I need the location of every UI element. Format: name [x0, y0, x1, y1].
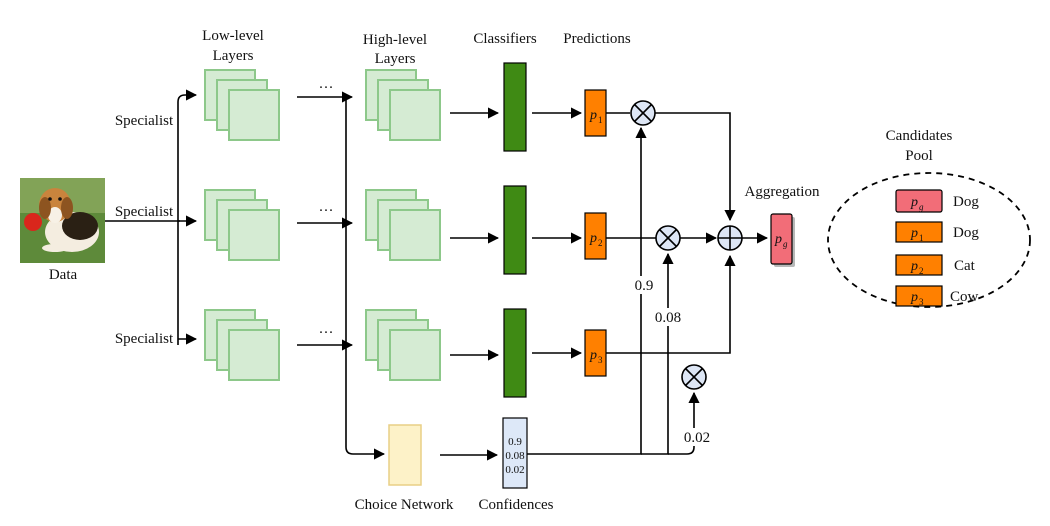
- choice-network-branch: [345, 97, 386, 460]
- prediction-p3-sub: 3: [598, 355, 603, 365]
- weight-label-3: 0.02: [684, 430, 710, 446]
- line-mult1-sum: [655, 112, 736, 222]
- candidate-p1-sub: 1: [919, 233, 924, 243]
- ellipsis-1: ···: [319, 80, 334, 96]
- low-level-layers-1: [204, 69, 280, 141]
- classifiers-label: Classifiers: [473, 31, 536, 47]
- prediction-p1: p 1: [584, 89, 607, 137]
- specialist-label-2: Specialist: [115, 204, 174, 220]
- weight-label-2: 0.08: [655, 310, 681, 326]
- confidences-box: [502, 417, 528, 489]
- candidate-p2-letter: p: [910, 259, 918, 274]
- high-level-layers-2: [365, 189, 441, 261]
- candidates-pool-title-line1: Candidates: [886, 128, 953, 144]
- low-level-label-line1: Low-level: [202, 28, 264, 44]
- line-p3-sum: [606, 254, 736, 354]
- prediction-p1-letter: p: [589, 108, 597, 123]
- candidate-item-p2: p 2 Cat: [895, 254, 976, 276]
- prediction-p2-sub: 2: [598, 238, 603, 248]
- low-level-layers-3: [204, 309, 280, 381]
- candidate-p1-letter: p: [910, 226, 918, 241]
- data-image: [20, 178, 105, 263]
- candidates-pool-title-line2: Pool: [905, 148, 933, 164]
- candidate-item-p3: p 3 Cow: [895, 285, 979, 307]
- candidate-p3-letter: p: [910, 290, 918, 305]
- prediction-p2-letter: p: [589, 231, 597, 246]
- low-level-layers-2: [204, 189, 280, 261]
- prediction-pg: p g: [770, 213, 795, 267]
- weight-bg-3: [680, 428, 714, 446]
- weight-bg-2: [652, 308, 686, 326]
- multiply-icon-3: [681, 364, 707, 390]
- weight-label-1: 0.9: [635, 278, 654, 294]
- prediction-p3-letter: p: [589, 348, 597, 363]
- ellipsis-2: ···: [319, 203, 334, 219]
- candidate-p2-label: Cat: [954, 258, 976, 274]
- classifier-2: [503, 185, 527, 275]
- high-level-layers-3: [365, 309, 441, 381]
- specialist-branch-top: [177, 89, 198, 345]
- candidate-pg-letter: p: [910, 195, 918, 210]
- candidate-item-pg: p g Dog: [895, 189, 979, 213]
- candidate-p1-label: Dog: [953, 225, 979, 241]
- choice-network-label: Choice Network: [355, 497, 454, 513]
- candidate-p2-sub: 2: [919, 266, 924, 276]
- prediction-p2: p 2: [584, 212, 607, 260]
- prediction-pg-sub: g: [783, 239, 788, 249]
- multiply-icon-2: [655, 225, 681, 251]
- weight-bg-1: [631, 276, 657, 294]
- high-level-layers-1: [365, 69, 441, 141]
- candidate-pg-sub: g: [919, 202, 924, 212]
- specialist-label-1: Specialist: [115, 113, 174, 129]
- prediction-pg-letter: p: [774, 232, 782, 247]
- classifier-3: [503, 308, 527, 398]
- sum-icon: [717, 225, 743, 251]
- confidence-value-3: 0.02: [505, 464, 524, 476]
- predictions-label: Predictions: [563, 31, 631, 47]
- high-level-label-line2: Layers: [375, 51, 416, 67]
- candidate-p3-label: Cow: [950, 289, 979, 305]
- candidate-item-p1: p 1 Dog: [895, 221, 979, 243]
- prediction-p3: p 3: [584, 329, 607, 377]
- confidence-value-2: 0.08: [505, 450, 525, 462]
- prediction-p1-sub: 1: [598, 115, 603, 125]
- weight-path-09: [547, 126, 647, 455]
- data-label: Data: [49, 267, 78, 283]
- candidate-pg-label: Dog: [953, 194, 979, 210]
- classifier-1: [503, 62, 527, 152]
- multiply-icon-1: [630, 100, 656, 126]
- candidates-pool-ellipse: [827, 172, 1031, 308]
- weight-path-002: [668, 391, 700, 455]
- confidences-label: Confidences: [479, 497, 554, 513]
- specialist-label-3: Specialist: [115, 331, 174, 347]
- ellipsis-3: ···: [319, 325, 334, 341]
- choice-network-box: [388, 424, 422, 486]
- candidate-p3-sub: 3: [919, 297, 924, 307]
- confidence-value-1: 0.9: [508, 436, 522, 448]
- low-level-label-line2: Layers: [213, 48, 254, 64]
- aggregation-label: Aggregation: [745, 184, 820, 200]
- high-level-label-line1: High-level: [363, 32, 427, 48]
